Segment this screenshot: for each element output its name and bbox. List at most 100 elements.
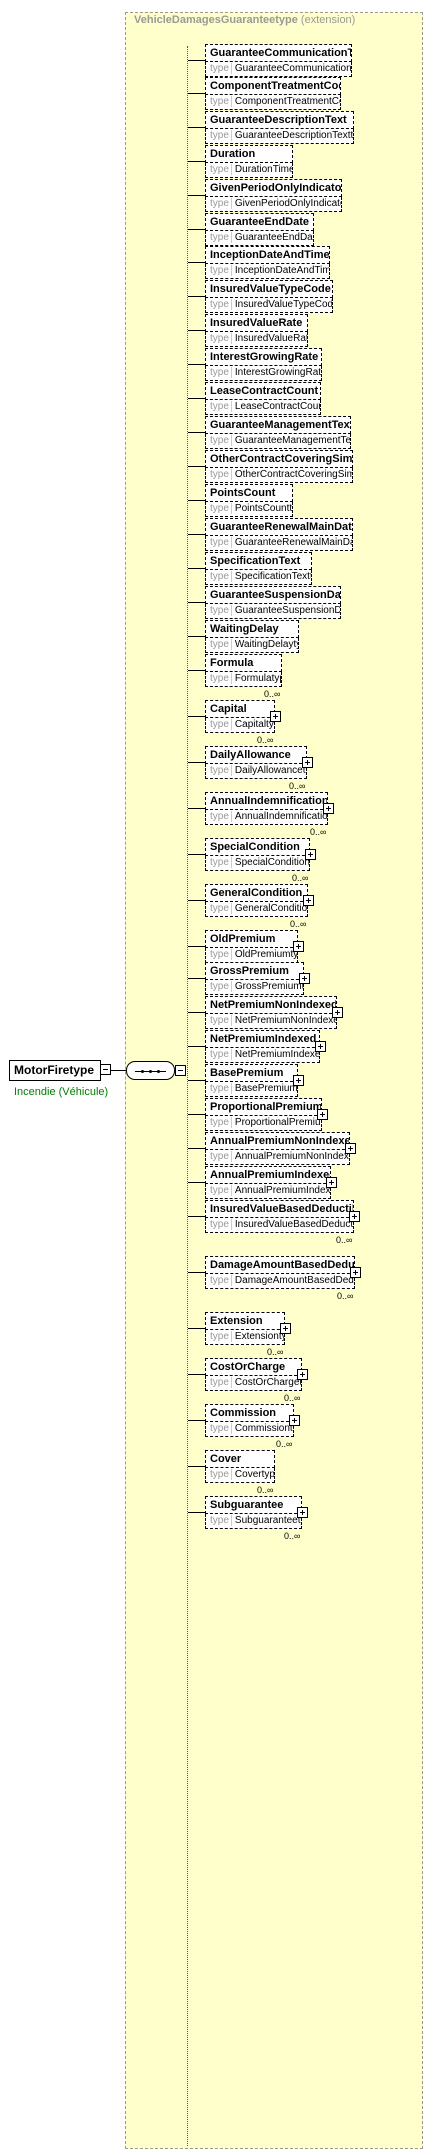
schema-element[interactable]: SpecificationTexttypeSpecificationTextty… xyxy=(205,552,312,585)
element-connector xyxy=(188,1466,205,1467)
schema-element[interactable]: SpecialConditiontypeSpecialConditiontype… xyxy=(205,838,316,883)
schema-element[interactable]: GeneralConditiontypeGeneralConditiontype… xyxy=(205,884,314,929)
element-name: OldPremium xyxy=(205,930,298,948)
schema-element[interactable]: CapitaltypeCapitaltype0..∞ xyxy=(205,700,281,745)
element-type: typeGuaranteeCommunicationTexttype xyxy=(205,62,352,77)
cardinality-label: 0..∞ xyxy=(289,781,306,791)
cardinality-label: 0..∞ xyxy=(337,1291,354,1301)
sequence-dot xyxy=(157,1070,160,1073)
schema-element[interactable]: FormulatypeFormulatype0..∞ xyxy=(205,654,282,699)
schema-element[interactable]: PointsCounttypePointsCounttype xyxy=(205,484,293,517)
schema-element[interactable]: CommissiontypeCommissiontype0..∞ xyxy=(205,1404,300,1449)
expand-icon[interactable] xyxy=(345,1143,356,1154)
schema-element[interactable]: ExtensiontypeExtensiontype0..∞ xyxy=(205,1312,291,1357)
collapse-root-icon[interactable] xyxy=(100,1064,111,1075)
root-element[interactable]: MotorFiretype xyxy=(9,1060,101,1081)
schema-element[interactable]: CostOrChargetypeCostOrChargetype0..∞ xyxy=(205,1358,308,1403)
expand-icon[interactable] xyxy=(302,757,313,768)
extension-name: VehicleDamagesGuaranteetype xyxy=(134,14,298,26)
sequence-compositor[interactable] xyxy=(126,1061,175,1080)
expand-icon[interactable] xyxy=(326,1177,337,1188)
expand-icon[interactable] xyxy=(349,1211,360,1222)
schema-element[interactable]: DamageAmountBasedDeductibletypeDamageAmo… xyxy=(205,1256,361,1301)
expand-icon[interactable] xyxy=(293,1075,304,1086)
schema-element[interactable]: DurationtypeDurationTimetype xyxy=(205,145,293,178)
element-connector xyxy=(188,1512,205,1513)
element-connector xyxy=(188,1216,205,1217)
element-name: GuaranteeRenewalMainDate xyxy=(205,518,353,536)
schema-element[interactable]: NetPremiumIndexedtypeNetPremiumIndexedty… xyxy=(205,1030,326,1063)
element-name: NetPremiumIndexed xyxy=(205,1030,320,1048)
expand-icon[interactable] xyxy=(297,1507,308,1518)
element-connector xyxy=(188,432,205,433)
schema-element[interactable]: OldPremiumtypeOldPremiumtype xyxy=(205,930,304,963)
type-keyword: type xyxy=(210,130,229,141)
schema-element[interactable]: GuaranteeCommunicationTexttypeGuaranteeC… xyxy=(205,44,352,77)
element-name: AnnualIndemnification xyxy=(205,792,328,810)
element-type: typeDamageAmountBasedDeductibl... xyxy=(205,1274,355,1289)
element-name: Subguarantee xyxy=(205,1496,302,1514)
expand-icon[interactable] xyxy=(289,1415,300,1426)
element-name: ProportionalPremium xyxy=(205,1098,322,1116)
cardinality-label: 0..∞ xyxy=(257,1485,274,1495)
schema-element[interactable]: DailyAllowancetypeDailyAllowancetype0..∞ xyxy=(205,746,313,791)
element-type: typeCovertype xyxy=(205,1468,275,1483)
element-type: typeSubguaranteetype xyxy=(205,1514,302,1529)
type-keyword: type xyxy=(210,1275,229,1286)
schema-element[interactable]: CovertypeCovertype0..∞ xyxy=(205,1450,275,1495)
expand-icon[interactable] xyxy=(323,803,334,814)
element-connector xyxy=(188,716,205,717)
schema-element[interactable]: LeaseContractCounttypeLeaseContractCount… xyxy=(205,382,321,415)
expand-icon[interactable] xyxy=(350,1267,361,1278)
expand-icon[interactable] xyxy=(280,1323,291,1334)
type-keyword: type xyxy=(210,537,229,548)
type-keyword: type xyxy=(210,571,229,582)
expand-icon[interactable] xyxy=(305,849,316,860)
expand-icon[interactable] xyxy=(332,1007,343,1018)
schema-element[interactable]: WaitingDelaytypeWaitingDelaytype xyxy=(205,620,299,653)
element-connector xyxy=(188,568,205,569)
type-keyword: type xyxy=(210,164,229,175)
expand-icon[interactable] xyxy=(303,895,314,906)
type-keyword: type xyxy=(210,503,229,514)
element-connector xyxy=(188,1080,205,1081)
schema-element[interactable]: InsuredValueRatetypeInsuredValueRatetype xyxy=(205,314,308,347)
expand-icon[interactable] xyxy=(297,1369,308,1380)
expand-icon[interactable] xyxy=(299,973,310,984)
schema-element[interactable]: OtherContractCoveringSimilarG...typeOthe… xyxy=(205,450,353,483)
element-connector xyxy=(188,1114,205,1115)
element-type: typeBasePremiumtype xyxy=(205,1082,298,1097)
collapse-sequence-icon[interactable] xyxy=(175,1065,186,1076)
expand-icon[interactable] xyxy=(317,1109,328,1120)
schema-element[interactable]: GuaranteeEndDatetypeGuaranteeEndDatetype xyxy=(205,213,314,246)
schema-element[interactable]: BasePremiumtypeBasePremiumtype xyxy=(205,1064,304,1097)
expand-icon[interactable] xyxy=(315,1041,326,1052)
expand-icon[interactable] xyxy=(270,711,281,722)
element-connector xyxy=(188,93,205,94)
expand-icon[interactable] xyxy=(293,941,304,952)
schema-element[interactable]: GrossPremiumtypeGrossPremiumtype xyxy=(205,962,310,995)
schema-element[interactable]: SubguaranteetypeSubguaranteetype0..∞ xyxy=(205,1496,308,1541)
